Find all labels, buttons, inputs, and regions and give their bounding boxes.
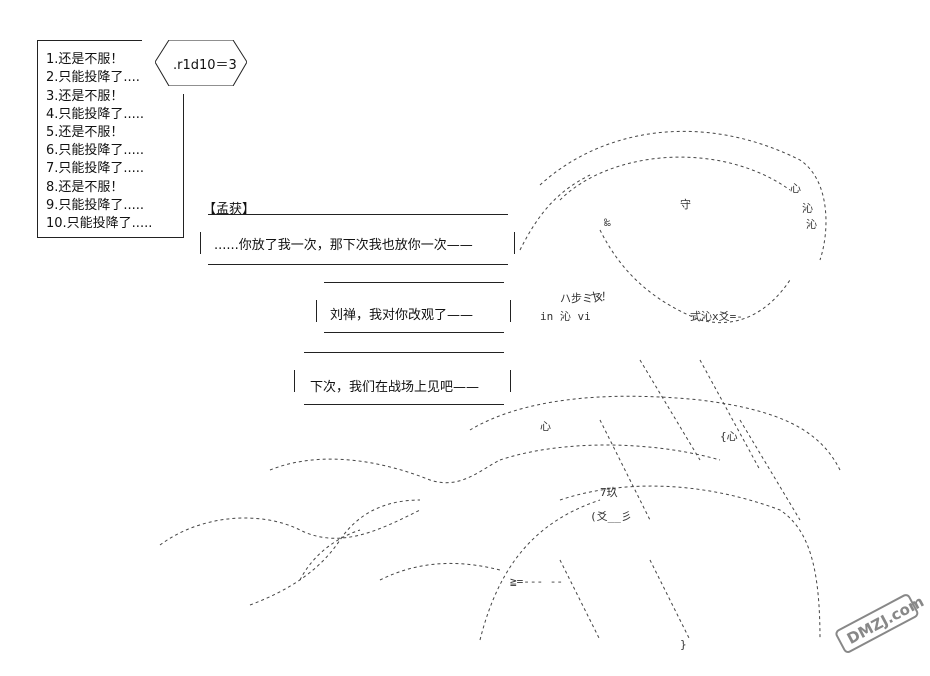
speech-bubble-2: 刘禅，我对你改观了—— [312, 282, 522, 338]
dialogue-line-1: ......你放了我一次，那下次我也放你一次—— [214, 238, 473, 253]
dialogue-line-2: 刘禅，我对你改观了—— [330, 308, 474, 323]
list-item: 9.只能投降了..... [46, 198, 145, 213]
speaker-name: 【孟获】 [203, 202, 256, 217]
svg-text:7玖: 7玖 [600, 486, 618, 499]
svg-text:in 沁 vi: in 沁 vi [540, 310, 591, 323]
list-bottom-border [38, 237, 184, 238]
list-right-border [183, 94, 184, 237]
svg-text:心: 心 [790, 182, 801, 195]
svg-text:ハ步ミメ: ハ步ミメ [560, 292, 604, 305]
list-item: 7.只能投降了..... [46, 161, 145, 176]
dice-roll-result: .r1d10＝3 [173, 58, 237, 73]
list-item: 4.只能投降了..... [46, 107, 145, 122]
dmzj-logo: DMZJ.com [835, 592, 927, 653]
svg-text:沁: 沁 [802, 202, 813, 215]
svg-text:守: 守 [680, 197, 691, 211]
svg-text:(爻__彡: (爻__彡 [590, 510, 632, 523]
svg-text:ヤ！: ヤ！ [590, 290, 612, 303]
svg-text:心: 心 [540, 420, 551, 433]
svg-text:≧=--- --: ≧=--- -- [510, 575, 563, 588]
dialogue-line-3: 下次，我们在战场上见吧—— [310, 380, 480, 395]
svg-text:‰: ‰ [604, 216, 611, 229]
dmzj-watermark: DMZJ.com [830, 588, 930, 658]
svg-text:}: } [680, 638, 687, 651]
list-item: 6.只能投降了..... [46, 143, 145, 158]
svg-text:{心: {心 [720, 430, 738, 443]
list-item: 10.只能投降了..... [46, 216, 153, 231]
svg-text:式沁x爻=-: 式沁x爻=- [690, 310, 743, 323]
list-item: 2.只能投降了.... [46, 70, 140, 85]
dice-roll-box: .r1d10＝3 [154, 39, 248, 87]
list-item: 8.还是不服！ [46, 180, 124, 195]
speech-bubble-1: ......你放了我一次，那下次我也放你一次—— [196, 214, 526, 270]
outcome-list: 1.还是不服！ 2.只能投降了.... 3.还是不服！ 4.只能投降了.....… [37, 40, 184, 238]
list-item: 1.还是不服！ [46, 52, 124, 67]
list-item: 3.还是不服！ [46, 89, 124, 104]
speech-bubble-3: 下次，我们在战场上见吧—— [290, 352, 522, 410]
list-top-border [38, 40, 142, 41]
svg-text:沁: 沁 [806, 218, 817, 231]
list-item: 5.还是不服！ [46, 125, 124, 140]
